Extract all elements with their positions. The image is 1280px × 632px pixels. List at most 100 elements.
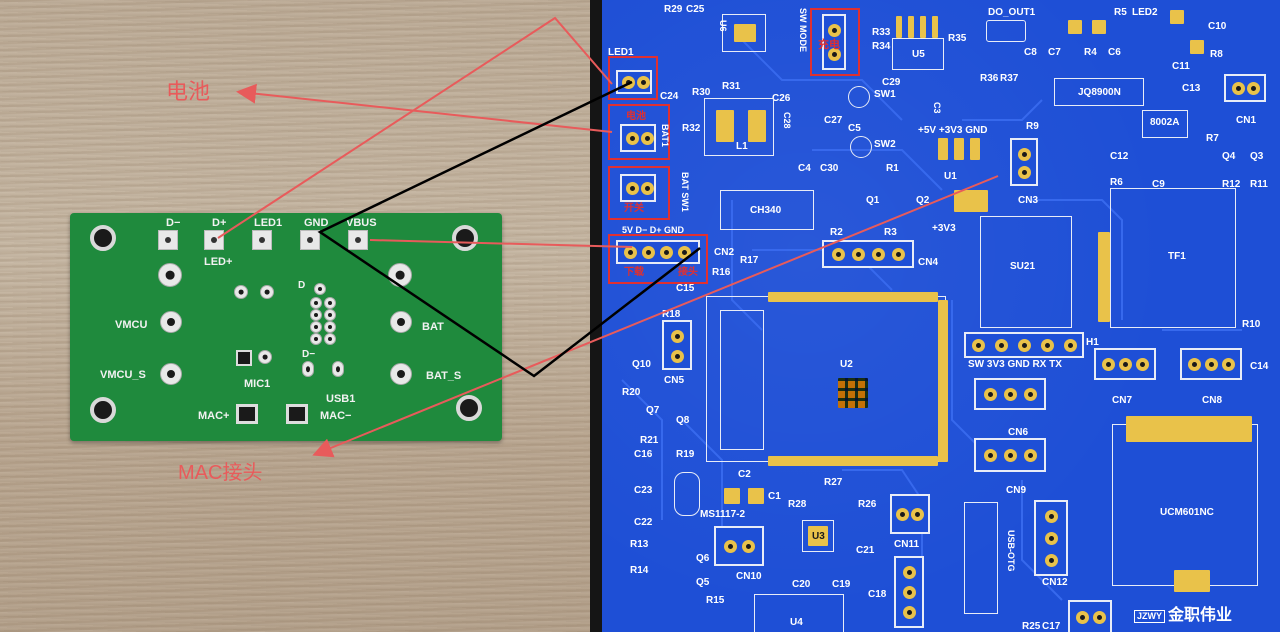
label-q2: Q2 <box>916 195 930 206</box>
label-q1: Q1 <box>866 195 880 206</box>
pad-vbus <box>348 230 368 250</box>
label-c30: C30 <box>820 163 839 174</box>
label-sw2: SW2 <box>874 139 896 150</box>
pad <box>920 16 926 38</box>
label-r13: R13 <box>630 539 649 550</box>
pad-round <box>158 263 182 287</box>
label-q7: Q7 <box>646 405 660 416</box>
usb-pin <box>302 361 314 377</box>
label-c7: C7 <box>1048 47 1061 58</box>
label-mac-plus: MAC+ <box>198 410 230 422</box>
mounting-hole <box>90 397 116 423</box>
label-c2: C2 <box>738 469 751 480</box>
tf-card-slot <box>1110 188 1236 328</box>
label-h1: H1 <box>1086 337 1099 348</box>
mic-pad <box>258 350 272 364</box>
label-r37: R37 <box>1000 73 1019 84</box>
connector-cn5 <box>662 320 692 370</box>
label-cn1: CN1 <box>1236 115 1257 126</box>
label-cn3: CN3 <box>1018 195 1039 206</box>
pcb-layout: R29 C25 U6 SW MODE 充电 R33 R34 U5 R35 DO_… <box>590 0 1280 632</box>
pcb-board: R29 C25 U6 SW MODE 充电 R33 R34 U5 R35 DO_… <box>602 0 1280 632</box>
pad <box>1068 20 1082 34</box>
label-ucm601nc: UCM601NC <box>1160 507 1214 518</box>
label-u4: U4 <box>790 617 803 628</box>
label-u1: U1 <box>944 171 957 182</box>
label-do-out1: DO_OUT1 <box>988 7 1036 18</box>
label-d: D <box>298 280 306 291</box>
pad <box>734 24 756 42</box>
label-r21: R21 <box>640 435 659 446</box>
do-out-footprint <box>986 20 1026 42</box>
label-c29: C29 <box>882 77 901 88</box>
pad <box>938 138 948 160</box>
usb-pin <box>324 297 336 309</box>
label-r33: R33 <box>872 27 891 38</box>
label-gnd: GND <box>304 217 329 229</box>
pad <box>808 526 828 546</box>
pad-d-plus <box>204 230 224 250</box>
connector-cn7 <box>1094 348 1156 380</box>
label-mic1: MIC1 <box>244 378 271 390</box>
label-r30: R30 <box>692 87 711 98</box>
pad-vmcu <box>160 311 182 333</box>
boxed-label-3: 开关 <box>624 203 644 214</box>
label-sw1: SW1 <box>874 89 896 100</box>
label-cn6: CN6 <box>1008 427 1029 438</box>
pad <box>1170 10 1184 24</box>
label-power-rail: +5V +3V3 GND <box>918 125 988 136</box>
module-ucm601nc <box>1112 424 1258 586</box>
chip-jq8900n <box>1054 78 1144 106</box>
label-c1: C1 <box>768 491 781 502</box>
label-r29: R29 <box>664 4 683 15</box>
green-adapter-board: D− D+ LED1 GND VBUS LED+ VMCU VMCU_S BAT… <box>70 213 502 441</box>
boxed-label-4: 下载 <box>624 267 644 278</box>
pad <box>748 110 766 142</box>
thermal-pad <box>838 378 868 408</box>
label-r10: R10 <box>1242 319 1261 330</box>
label-r20: R20 <box>622 387 641 398</box>
label-led1: LED1 <box>254 217 283 229</box>
connector-cn4 <box>822 240 914 268</box>
pad-bat <box>390 311 412 333</box>
label-q8: Q8 <box>676 415 690 426</box>
annotation-battery: 电池 <box>166 79 211 104</box>
label-plus3v3: +3V3 <box>932 223 956 234</box>
label-q4: Q4 <box>1222 151 1236 162</box>
antenna-area <box>720 310 764 450</box>
crystal <box>674 472 700 516</box>
label-c9: C9 <box>1152 179 1165 190</box>
label-r7: R7 <box>1206 133 1219 144</box>
mounting-hole <box>452 225 478 251</box>
label-r15: R15 <box>706 595 725 606</box>
label-cn10: CN10 <box>736 571 762 582</box>
brand-logo: JZWY <box>1134 610 1166 623</box>
label-cn7: CN7 <box>1112 395 1133 406</box>
pad <box>716 110 734 142</box>
label-q10: Q10 <box>632 359 651 370</box>
label-bat-sw1: BAT SW1 <box>680 172 690 212</box>
pad-small <box>260 285 274 299</box>
label-c21: C21 <box>856 545 875 556</box>
label-led-plus: LED+ <box>204 256 233 268</box>
pad <box>896 16 902 38</box>
label-q3: Q3 <box>1250 151 1264 162</box>
pad <box>932 16 938 38</box>
usb-pin <box>310 297 322 309</box>
label-r27: R27 <box>824 477 843 488</box>
usb-pin <box>314 283 326 295</box>
label-r16: R16 <box>712 267 731 278</box>
usb-pin <box>310 309 322 321</box>
label-led2: LED2 <box>1132 7 1158 18</box>
label-bat1: BAT1 <box>660 124 670 147</box>
usb-pin <box>324 321 336 333</box>
label-bat-s: BAT_S <box>426 370 462 382</box>
label-c14: C14 <box>1250 361 1269 372</box>
label-r17: R17 <box>740 255 759 266</box>
pad <box>954 190 988 212</box>
connector-cn12 <box>1034 500 1068 576</box>
switch-bat-sw1 <box>620 174 656 202</box>
pad <box>724 488 740 504</box>
label-c5: C5 <box>848 123 861 134</box>
label-vbus: VBUS <box>346 217 377 229</box>
